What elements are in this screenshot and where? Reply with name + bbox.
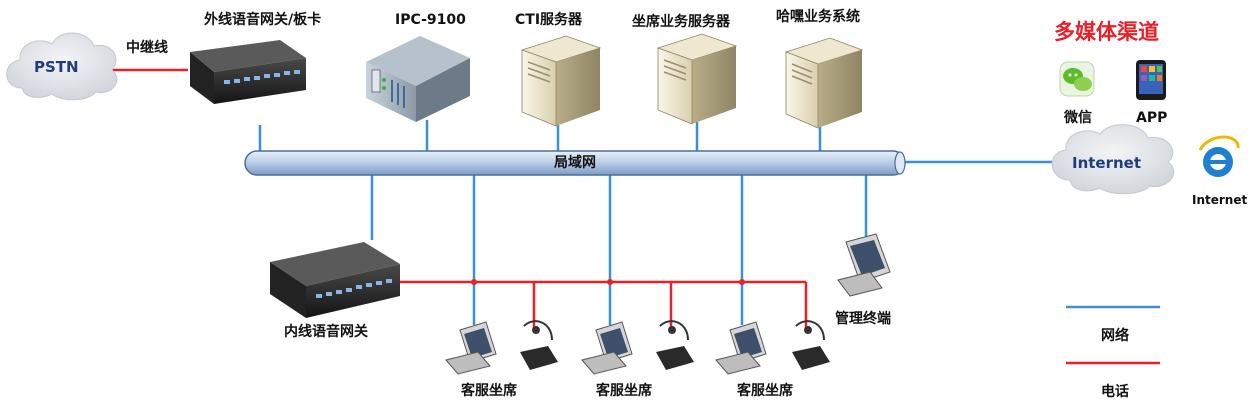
agent-server-label: 坐席业务服务器 xyxy=(632,14,730,30)
internet-cloud-label: Internet xyxy=(1072,154,1142,172)
legend xyxy=(1066,305,1160,365)
agent-business-server xyxy=(656,33,738,125)
app-icon xyxy=(1136,60,1166,100)
outer-gateway-label: 外线语音网关/板卡 xyxy=(204,12,322,28)
trunk-label: 中继线 xyxy=(126,40,168,56)
mgmt-label: 管理终端 xyxy=(835,311,891,327)
inner-gateway-label: 内线语音网关 xyxy=(284,324,368,340)
wechat-icon xyxy=(1059,61,1095,97)
wechat-label: 微信 xyxy=(1064,110,1092,126)
agent-1-label: 客服坐席 xyxy=(461,383,517,399)
hahei-label: 哈嘿业务系统 xyxy=(776,9,860,25)
internet-cloud xyxy=(1051,124,1175,195)
lan-label: 局域网 xyxy=(554,155,596,171)
inner-gateway-device xyxy=(270,242,400,318)
agent-3-label: 客服坐席 xyxy=(737,383,793,399)
lan-bus xyxy=(244,150,906,176)
hahei-server xyxy=(784,37,864,129)
management-terminal xyxy=(837,233,891,297)
pstn-cloud xyxy=(6,32,118,101)
cti-server xyxy=(520,35,602,127)
app-label: APP xyxy=(1136,110,1168,126)
cti-label: CTI服务器 xyxy=(515,12,583,28)
multimedia-title: 多媒体渠道 xyxy=(1054,20,1159,44)
line-crossings xyxy=(471,279,745,285)
network-links xyxy=(258,120,1062,325)
agent-station-3 xyxy=(715,320,830,375)
agent-2-label: 客服坐席 xyxy=(596,383,652,399)
ipc-label: IPC-9100 xyxy=(395,12,466,28)
legend-phone-label: 电话 xyxy=(1101,384,1129,400)
internet-explorer-icon xyxy=(1198,135,1240,177)
legend-network-label: 网络 xyxy=(1101,328,1129,344)
pstn-label: PSTN xyxy=(34,58,79,76)
agent-station-1 xyxy=(445,320,558,375)
agent-station-2 xyxy=(581,320,694,375)
internet-icon-label: Internet xyxy=(1192,193,1248,207)
outer-gateway-device xyxy=(190,40,306,104)
ipc-server xyxy=(366,36,470,122)
